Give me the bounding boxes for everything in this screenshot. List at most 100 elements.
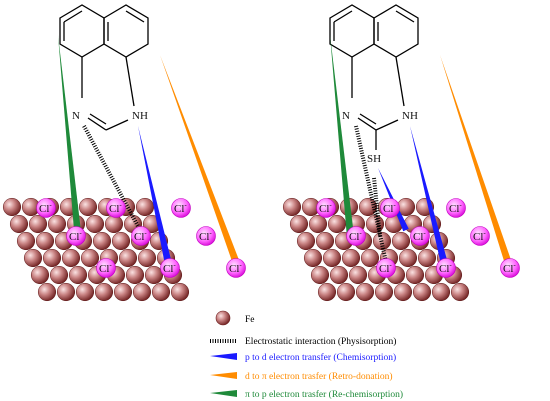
chloride-label: Cl- xyxy=(413,229,426,243)
iron-atom xyxy=(417,248,437,268)
iron-atom xyxy=(94,282,114,302)
iron-atom xyxy=(303,248,323,268)
chloride-ion: Cl- xyxy=(106,198,126,218)
iron-atom xyxy=(322,248,342,268)
sh-group: SH xyxy=(367,153,381,165)
p-to-d-transfer-line xyxy=(138,126,172,263)
iron-atom xyxy=(9,214,29,234)
iron-atom xyxy=(348,265,368,285)
iron-atom xyxy=(282,197,302,217)
iron-atom xyxy=(78,197,98,217)
chloride-label: Cl- xyxy=(473,229,486,243)
chloride-ions: Cl-Cl-Cl-Cl-Cl-Cl-Cl-Cl-Cl-Cl-Cl-Cl-Cl-C… xyxy=(36,198,520,278)
iron-atom xyxy=(360,248,380,268)
chloride-sphere xyxy=(436,258,456,278)
chloride-label: Cl- xyxy=(39,201,52,215)
chloride-sphere xyxy=(346,226,366,246)
iron-atom xyxy=(118,248,138,268)
chloride-ion: Cl- xyxy=(436,258,456,278)
d-to-pi-transfer-line xyxy=(160,55,240,264)
p-to-d-transfer-line xyxy=(410,126,448,263)
iron-atom xyxy=(92,231,112,251)
nh-group-right: NH xyxy=(402,110,418,122)
interaction-lines xyxy=(58,35,512,264)
aromatic-ring-right xyxy=(103,4,149,58)
iron-atom xyxy=(317,282,337,302)
iron-atom xyxy=(56,282,76,302)
iron-atom xyxy=(47,214,67,234)
chloride-sphere xyxy=(410,226,430,246)
aromatic-ring-left xyxy=(329,4,375,58)
chloride-ion: Cl- xyxy=(226,258,246,278)
chloride-label: Cl- xyxy=(349,229,362,243)
legend-electrostatic-label: Electrostatic interaction (Physisorption… xyxy=(245,336,396,347)
iron-atom xyxy=(327,214,347,234)
iron-atom xyxy=(28,214,48,234)
iron-atom xyxy=(405,265,425,285)
nitrogen-atom-left: N xyxy=(72,110,80,122)
iron-atom xyxy=(310,265,330,285)
chloride-ion: Cl- xyxy=(196,226,216,246)
iron-atom xyxy=(2,197,22,217)
chloride-sphere xyxy=(470,226,490,246)
iron-atom xyxy=(49,265,69,285)
iron-atom xyxy=(104,214,124,234)
chloride-label: Cl- xyxy=(99,261,112,275)
nitrogen-atom-right: N xyxy=(342,110,350,122)
chloride-ion: Cl- xyxy=(131,226,151,246)
chloride-sphere xyxy=(36,198,56,218)
iron-atom xyxy=(132,282,152,302)
chloride-label: Cl- xyxy=(163,261,176,275)
chloride-ion: Cl- xyxy=(96,258,116,278)
d-to-pi-legend-icon xyxy=(210,372,237,379)
chloride-sphere xyxy=(316,198,336,218)
molecule-right xyxy=(329,4,419,150)
pi-to-p-transfer-line xyxy=(58,35,82,237)
p-to-d-legend-icon xyxy=(210,353,237,360)
chloride-sphere xyxy=(380,198,400,218)
chloride-label: Cl- xyxy=(229,261,242,275)
iron-atom xyxy=(23,248,43,268)
iron-atom xyxy=(289,214,309,234)
chloride-sphere xyxy=(96,258,116,278)
iron-atom xyxy=(431,282,451,302)
molecule-left xyxy=(59,4,149,131)
chloride-ion: Cl- xyxy=(346,226,366,246)
iron-atom xyxy=(85,214,105,234)
iron-atom xyxy=(144,265,164,285)
iron-atom xyxy=(398,248,418,268)
iron-atom xyxy=(75,282,95,302)
pi-to-p-legend-icon xyxy=(210,390,237,397)
chloride-sphere xyxy=(171,198,191,218)
legend-pi-to-p-label: π to p electron trasfer (Re-chemisorptio… xyxy=(245,389,403,400)
iron-atom xyxy=(125,265,145,285)
chloride-sphere xyxy=(160,258,180,278)
chloride-label: Cl- xyxy=(379,261,392,275)
electrostatic-interaction-line xyxy=(82,125,142,231)
chloride-label: Cl- xyxy=(174,201,187,215)
nh-group-left: NH xyxy=(132,110,148,122)
chloride-label: Cl- xyxy=(449,201,462,215)
chloride-sphere xyxy=(446,198,466,218)
pi-to-p-transfer-line xyxy=(330,35,354,233)
iron-atom xyxy=(151,282,171,302)
iron-atom xyxy=(80,248,100,268)
chloride-sphere xyxy=(196,226,216,246)
chloride-label: Cl- xyxy=(439,261,452,275)
chloride-ion: Cl- xyxy=(36,198,56,218)
legend-p-to-d-label: p to d electron transfer (Chemisorption) xyxy=(245,352,396,363)
chloride-ion: Cl- xyxy=(160,258,180,278)
chloride-ion: Cl- xyxy=(66,226,86,246)
iron-atom xyxy=(137,248,157,268)
chloride-ion: Cl- xyxy=(500,258,520,278)
chloride-sphere xyxy=(106,198,126,218)
iron-atom xyxy=(450,282,470,302)
chloride-sphere xyxy=(376,258,396,278)
chloride-ion: Cl- xyxy=(171,198,191,218)
chloride-ion: Cl- xyxy=(410,226,430,246)
chloride-label: Cl- xyxy=(319,201,332,215)
chloride-sphere xyxy=(66,226,86,246)
chloride-ion: Cl- xyxy=(380,198,400,218)
legend: Fe Electrostatic interaction (Physisorpt… xyxy=(210,310,403,400)
